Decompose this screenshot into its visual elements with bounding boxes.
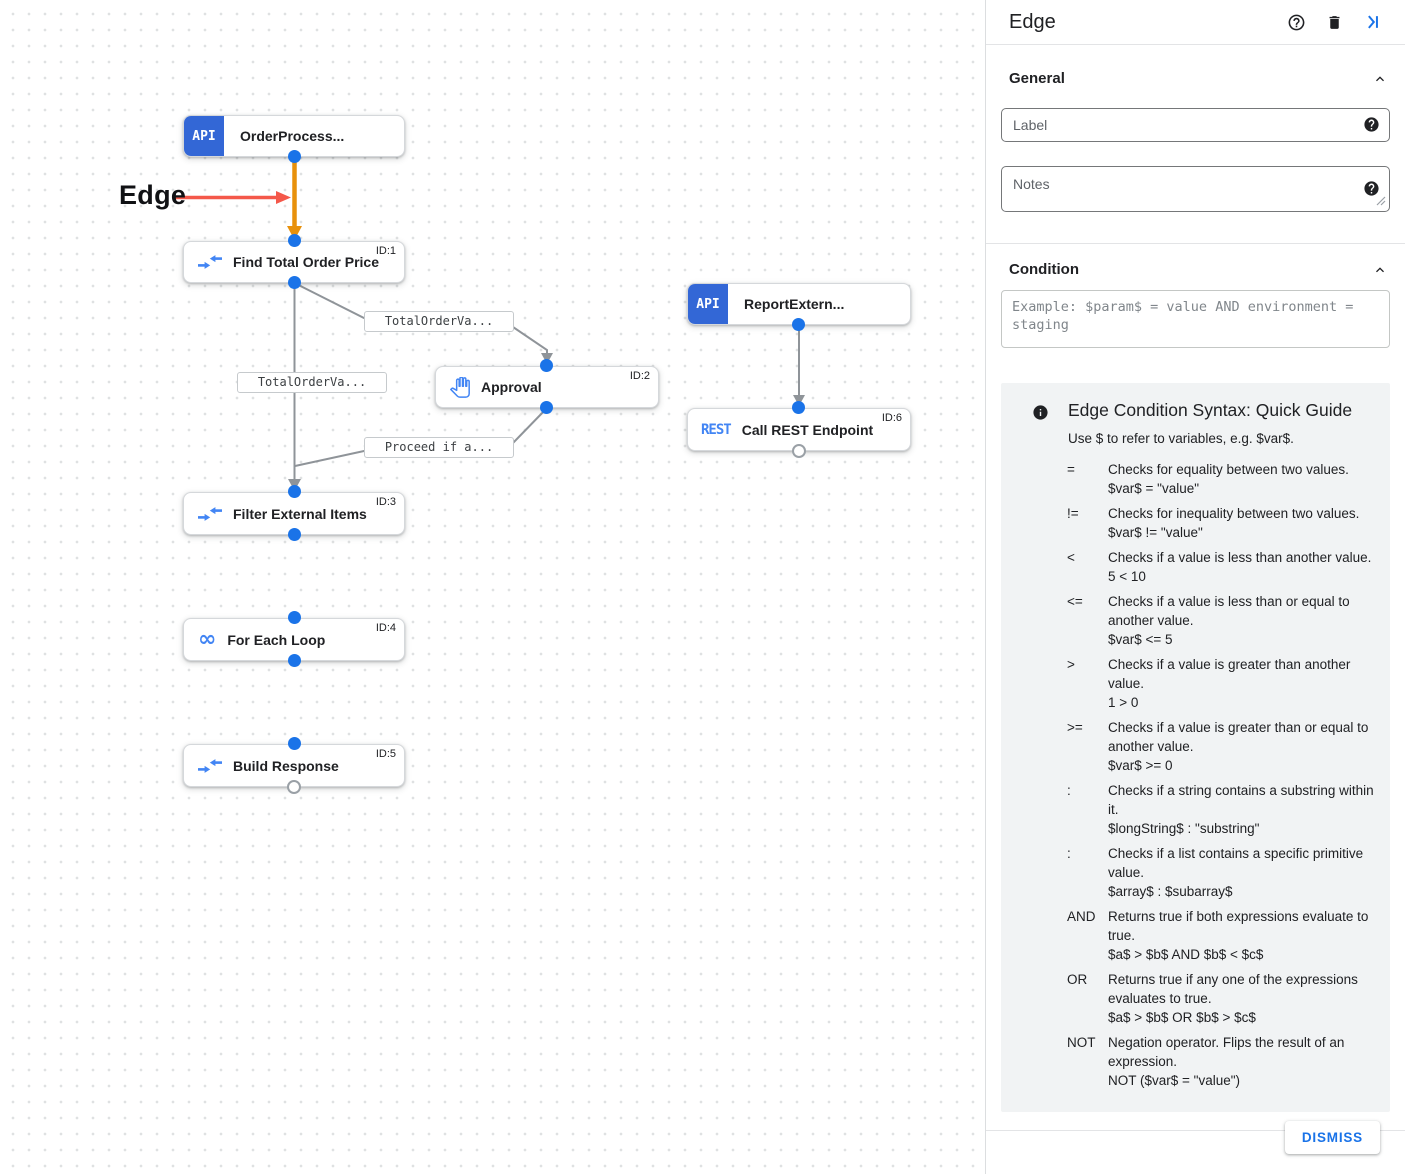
node-title: Filter External Items xyxy=(233,505,367,522)
node-build-response[interactable]: Build Response ID:5 xyxy=(183,744,405,787)
section-condition: Condition xyxy=(1009,244,1388,278)
guide-title: Edge Condition Syntax: Quick Guide xyxy=(1068,400,1353,420)
node-title: Find Total Order Price xyxy=(233,254,379,270)
port[interactable] xyxy=(288,611,301,624)
delete-icon[interactable] xyxy=(1326,13,1343,32)
help-icon[interactable] xyxy=(1287,13,1306,32)
panel-header: Edge xyxy=(986,0,1405,45)
node-for-each-loop[interactable]: ∞ For Each Loop ID:4 xyxy=(183,618,405,661)
api-trigger-icon: API xyxy=(184,116,224,156)
edge-annotation-label: Edge xyxy=(119,180,187,210)
dismiss-button[interactable]: DISMISS xyxy=(1284,1121,1380,1154)
port[interactable] xyxy=(288,234,301,247)
section-title: Condition xyxy=(1009,261,1079,278)
node-id-tag: ID:3 xyxy=(375,496,396,508)
guide-row: :Checks if a string contains a substring… xyxy=(1067,783,1374,836)
node-title: ReportExtern... xyxy=(744,296,845,312)
guide-row: >=Checks if a value is greater than or e… xyxy=(1067,720,1369,773)
guide-row: >Checks if a value is greater than anoth… xyxy=(1067,657,1351,710)
port-open[interactable] xyxy=(287,780,301,794)
node-approval[interactable]: Approval ID:2 xyxy=(435,366,659,408)
port[interactable] xyxy=(540,359,553,372)
notes-help-icon[interactable] xyxy=(1363,180,1380,197)
api-trigger-icon: API xyxy=(688,284,728,324)
guide-row: !=Checks for inequality between two valu… xyxy=(1067,506,1360,540)
chevron-up-icon[interactable] xyxy=(1372,262,1388,278)
guide-subtitle: Use $ to refer to variables, e.g. $var$. xyxy=(1068,431,1294,446)
resize-handle[interactable] xyxy=(1376,193,1386,211)
node-title: OrderProcess... xyxy=(240,128,345,144)
port[interactable] xyxy=(288,654,301,667)
section-divider xyxy=(986,243,1405,244)
condition-syntax-guide: Edge Condition Syntax: Quick Guide Use $… xyxy=(1001,383,1390,1112)
arrowhead-icon xyxy=(793,395,805,406)
collapse-panel-icon[interactable] xyxy=(1363,13,1381,31)
guide-row: <=Checks if a value is less than or equa… xyxy=(1067,594,1350,647)
node-title: For Each Loop xyxy=(227,631,326,648)
guide-row: :Checks if a list contains a specific pr… xyxy=(1067,846,1364,899)
label-input[interactable] xyxy=(1001,108,1390,142)
port[interactable] xyxy=(288,528,301,541)
node-id-tag: ID:6 xyxy=(881,412,902,424)
label-help-icon[interactable] xyxy=(1363,116,1380,133)
node-title: Approval xyxy=(481,379,542,395)
edge-label[interactable]: TotalOrderVa... xyxy=(237,372,387,393)
section-general: General xyxy=(1009,45,1388,87)
port[interactable] xyxy=(792,318,805,331)
condition-input[interactable] xyxy=(1001,290,1390,348)
port[interactable] xyxy=(288,485,301,498)
guide-row: <Checks if a value is less than another … xyxy=(1067,550,1372,584)
rest-icon: REST xyxy=(701,421,732,438)
node-id-tag: ID:4 xyxy=(375,622,396,634)
flow-canvas[interactable]: Edge API OrderProcess... Find Total Orde… xyxy=(0,0,985,1174)
guide-row: =Checks for equality between two values.… xyxy=(1067,462,1349,496)
node-reportextern-trigger[interactable]: API ReportExtern... xyxy=(687,283,911,325)
node-id-tag: ID:2 xyxy=(629,370,650,382)
port[interactable] xyxy=(540,401,553,414)
panel-title: Edge xyxy=(1009,10,1056,33)
node-title: Build Response xyxy=(233,757,339,774)
arrowhead-icon xyxy=(287,226,302,240)
edges-layer xyxy=(173,157,805,491)
port-open[interactable] xyxy=(792,444,806,458)
node-id-tag: ID:1 xyxy=(375,245,396,257)
node-id-tag: ID:5 xyxy=(375,748,396,760)
data-mapping-icon xyxy=(198,254,222,270)
chevron-up-icon[interactable] xyxy=(1372,71,1388,87)
notes-input[interactable] xyxy=(1001,166,1390,212)
footer-divider xyxy=(986,1130,1405,1131)
edge-label[interactable]: Proceed if a... xyxy=(364,437,514,458)
edge-properties-panel: Edge General xyxy=(985,0,1405,1174)
annotation-arrowhead-icon xyxy=(276,191,291,204)
data-mapping-icon xyxy=(198,758,222,774)
loop-infinity-icon: ∞ xyxy=(198,626,217,652)
node-title: Call REST Endpoint xyxy=(741,421,874,438)
section-title: General xyxy=(1009,70,1065,87)
data-mapping-icon xyxy=(198,506,222,522)
info-icon xyxy=(1032,404,1049,421)
port[interactable] xyxy=(288,276,301,289)
approval-hand-icon xyxy=(450,376,470,398)
arrowhead-icon xyxy=(541,353,553,364)
port[interactable] xyxy=(792,401,805,414)
port[interactable] xyxy=(288,150,301,163)
port[interactable] xyxy=(288,737,301,750)
edge-label[interactable]: TotalOrderVa... xyxy=(364,311,514,332)
